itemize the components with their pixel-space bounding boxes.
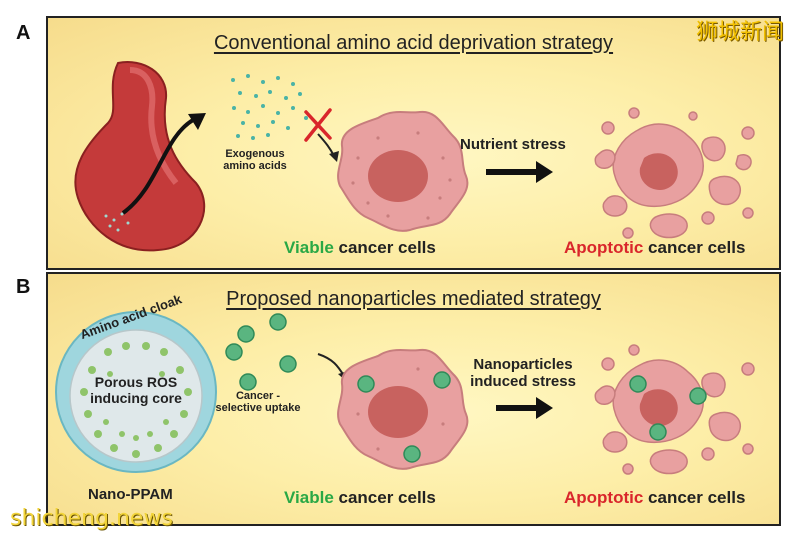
amino-acid-dots bbox=[231, 74, 308, 140]
nutrient-stress-label: Nutrient stress bbox=[460, 136, 566, 153]
blood-vessel-icon bbox=[74, 61, 206, 252]
induced-stress-label: Nanoparticles induced stress bbox=[470, 356, 576, 390]
figure-letter-b: B bbox=[16, 276, 31, 298]
viable-cells-label: Viable cancer cells bbox=[284, 238, 436, 258]
panel-b-title: Proposed nanoparticles mediated strategy bbox=[226, 288, 601, 310]
panel-a-artwork bbox=[74, 61, 755, 252]
small-nanoparticle-icons bbox=[225, 313, 297, 391]
apoptotic-rest: cancer cells bbox=[643, 238, 746, 257]
panel-b-artwork bbox=[55, 311, 755, 475]
blocked-cross-icon bbox=[304, 108, 332, 142]
viable-cells-label-b: Viable cancer cells bbox=[284, 488, 436, 508]
viable-word-b: Viable bbox=[284, 488, 334, 507]
figure-letter-a: A bbox=[16, 22, 31, 44]
apoptotic-cells-label: Apoptotic cancer cells bbox=[564, 238, 745, 258]
nano-ppam-label: Nano-PPAM bbox=[88, 486, 173, 503]
stress-arrow-icon bbox=[486, 161, 553, 183]
watermark-top: 狮城新闻 bbox=[695, 20, 784, 45]
viable-cancer-cell-with-particles-icon bbox=[337, 348, 469, 470]
panel-a: A Conventional amino acid deprivation st… bbox=[46, 16, 781, 270]
apoptotic-word: Apoptotic bbox=[564, 238, 644, 257]
nano-ppam-particle-icon bbox=[55, 311, 217, 473]
viable-word: Viable bbox=[284, 238, 334, 257]
panel-a-title: Conventional amino acid deprivation stra… bbox=[213, 32, 614, 54]
viable-rest-b: cancer cells bbox=[333, 488, 436, 507]
watermark-bottom: shicheng.news bbox=[10, 506, 173, 531]
apoptotic-cells-label-b: Apoptotic cancer cells bbox=[564, 488, 745, 508]
viable-rest: cancer cells bbox=[333, 238, 436, 257]
exogenous-label: Exogenous amino acids bbox=[223, 148, 287, 172]
apoptotic-word-b: Apoptotic bbox=[564, 488, 644, 507]
viable-cancer-cell-icon bbox=[337, 110, 469, 232]
apoptotic-rest-b: cancer cells bbox=[643, 488, 746, 507]
panel-b: B Proposed nanoparticles mediated strate… bbox=[46, 272, 781, 526]
curved-arrow-icon bbox=[121, 118, 195, 215]
uptake-label: Cancer - selective uptake bbox=[215, 390, 301, 414]
induced-stress-arrow-icon bbox=[496, 397, 553, 419]
core-label: Porous ROS inducing core bbox=[90, 374, 182, 406]
